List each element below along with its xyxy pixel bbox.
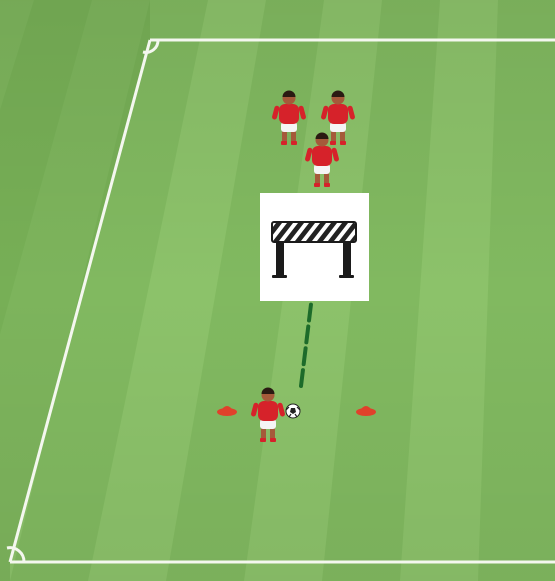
road-barrier-icon (260, 193, 381, 301)
soccer-ball-icon (286, 404, 300, 418)
